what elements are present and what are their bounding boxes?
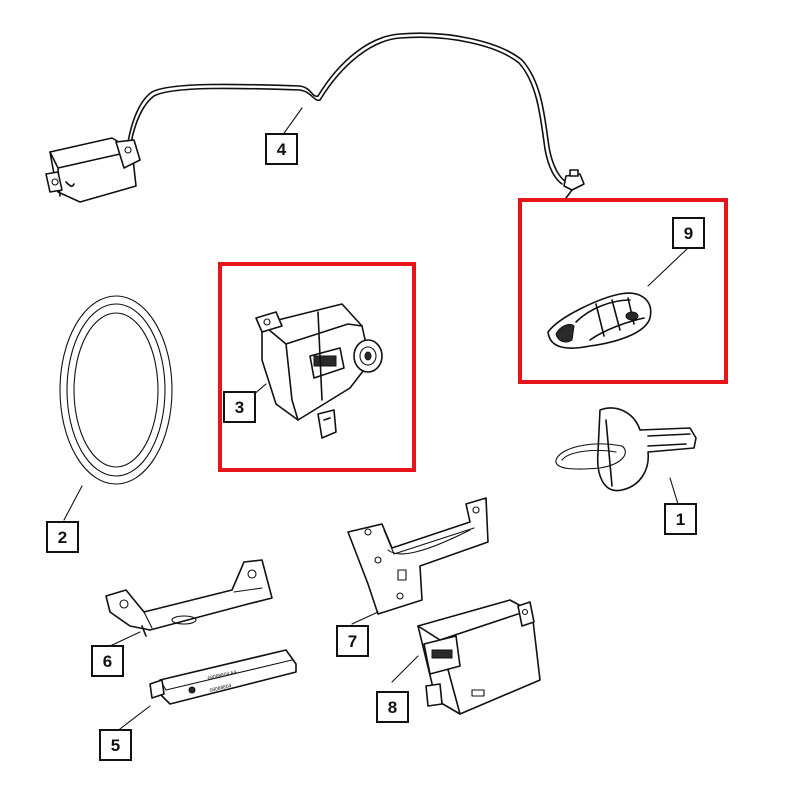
callout-1-label: 1 xyxy=(676,510,685,529)
callout-7-label: 7 xyxy=(348,632,357,651)
callout-4: 4 xyxy=(265,133,298,165)
part-9-key-fob xyxy=(547,292,652,349)
highlight-frame-9 xyxy=(518,198,728,384)
part-8-control-module xyxy=(417,599,541,715)
callout-2: 2 xyxy=(46,521,79,553)
leader-lines xyxy=(63,107,689,733)
module5-bottom-label: 68088804 xyxy=(209,683,232,694)
part-4-antenna-cable xyxy=(45,32,585,203)
part-6-mounting-bracket xyxy=(105,559,273,637)
part-2-gasket-ring xyxy=(59,295,173,485)
callout-5: 5 xyxy=(99,729,132,761)
part-1-key xyxy=(555,407,697,492)
callout-3-label: 3 xyxy=(235,398,244,417)
callout-6-label: 6 xyxy=(103,652,112,671)
callout-3: 3 xyxy=(223,391,256,423)
callout-8-label: 8 xyxy=(388,698,397,717)
part-5-sensor-module: 68088804 AA 68088804 xyxy=(149,649,297,705)
callout-4-label: 4 xyxy=(277,140,287,159)
part-7-bracket xyxy=(347,497,489,615)
callout-2-label: 2 xyxy=(58,528,67,547)
callout-1: 1 xyxy=(664,503,697,535)
part-3-ignition-module xyxy=(255,303,383,439)
callout-6: 6 xyxy=(91,645,124,677)
highlight-frame-3 xyxy=(218,262,416,472)
callout-5-label: 5 xyxy=(111,736,120,755)
callout-9: 9 xyxy=(672,217,705,249)
callout-8: 8 xyxy=(376,691,409,723)
callout-9-label: 9 xyxy=(684,224,693,243)
callout-7: 7 xyxy=(336,625,369,657)
